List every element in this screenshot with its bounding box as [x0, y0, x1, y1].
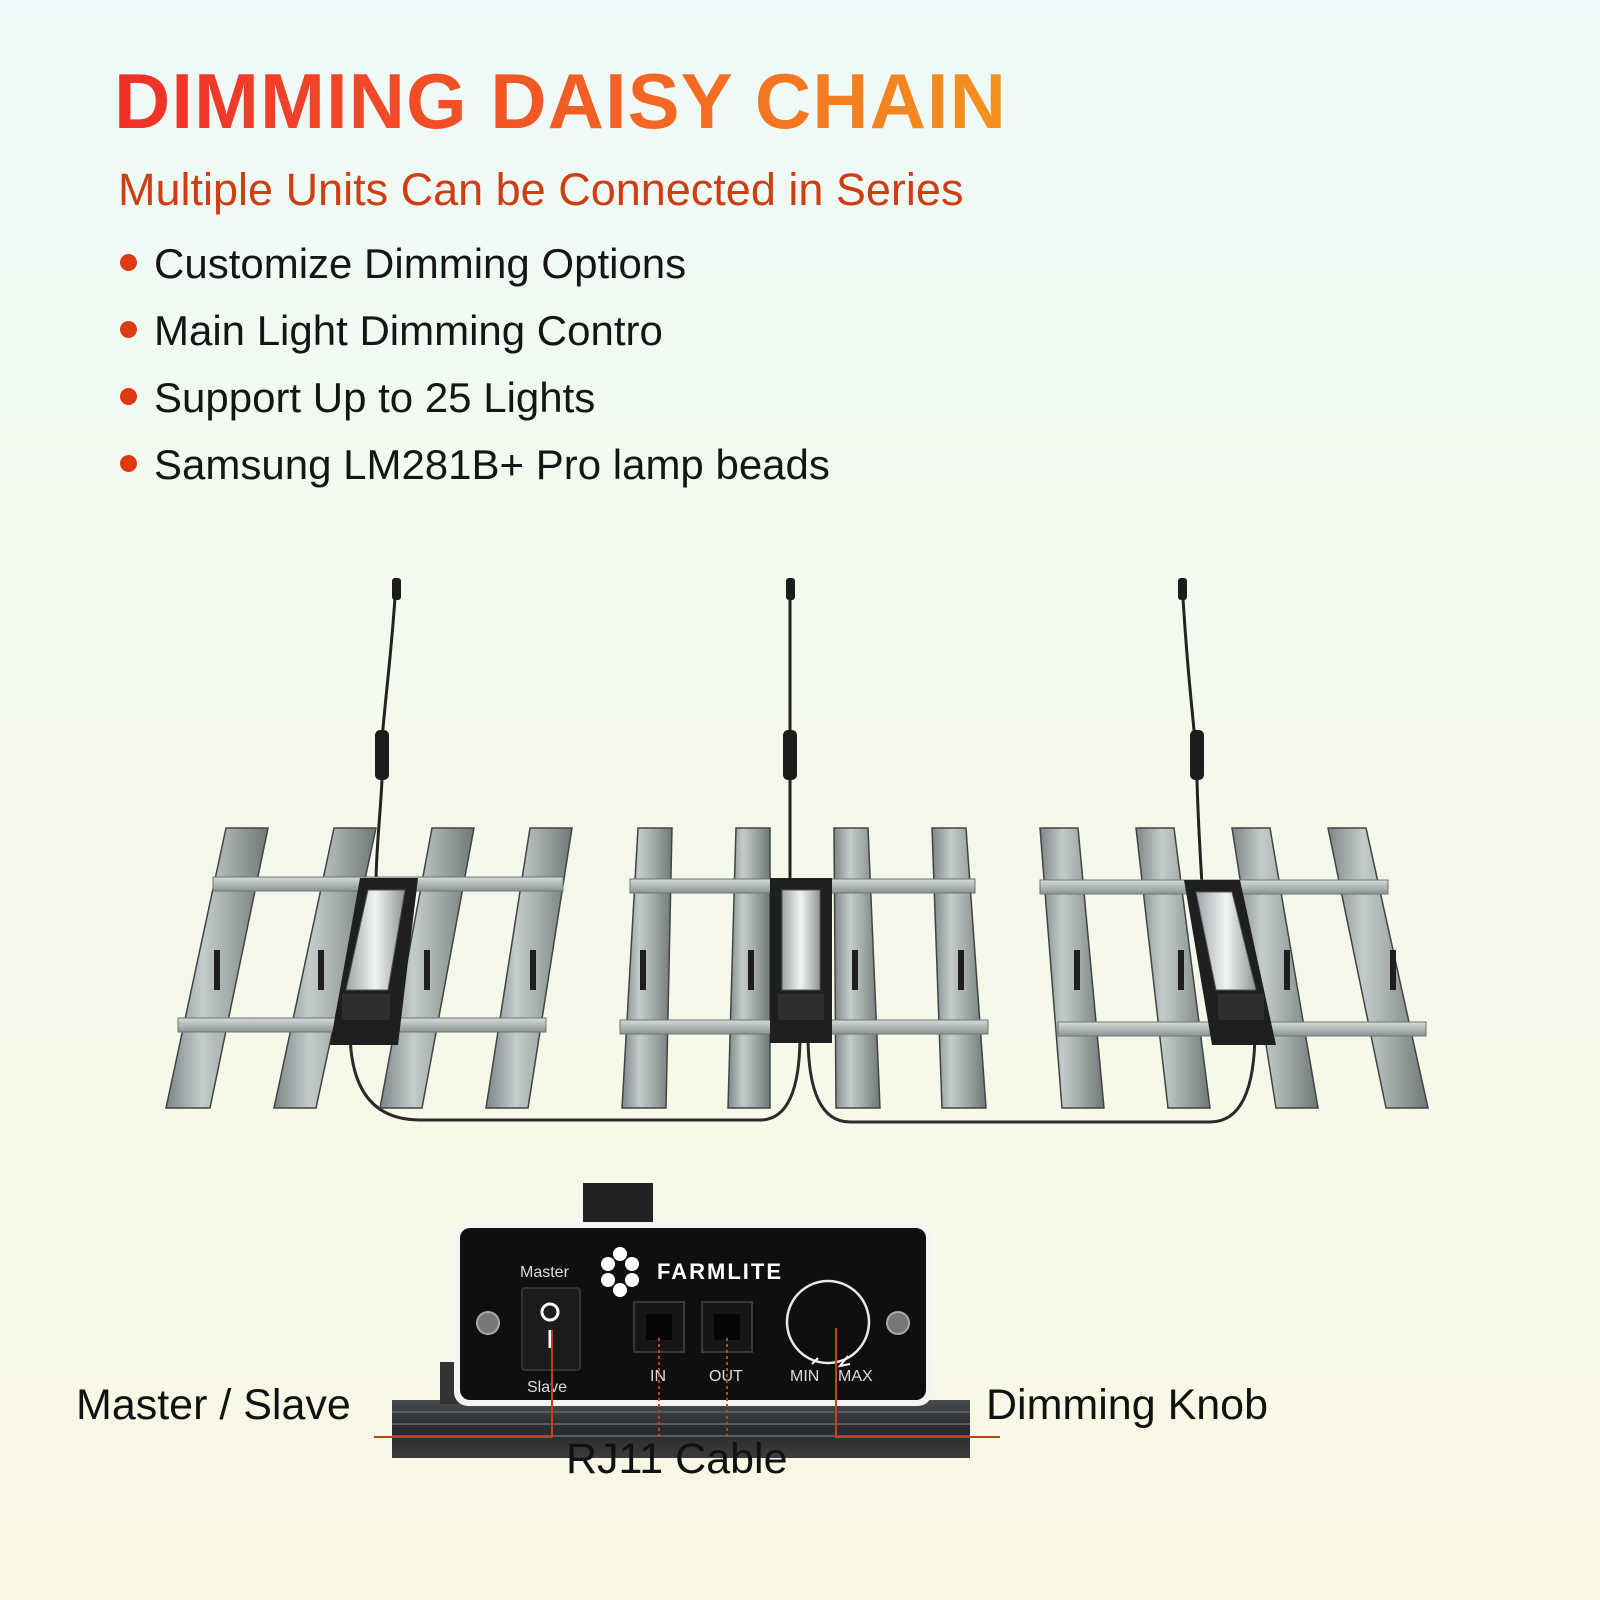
- bullet-icon: [120, 254, 137, 271]
- feature-item: Main Light Dimming Contro: [118, 307, 830, 374]
- callout-leaders: [374, 1328, 1000, 1440]
- controller-panel: Master Slave FARMLITE IN OUT MIN MAX: [392, 1183, 970, 1458]
- callout-rj11-cable: RJ11 Cable: [566, 1435, 788, 1483]
- feature-list: Customize Dimming Options Main Light Dim…: [118, 240, 830, 508]
- bullet-icon: [120, 321, 137, 338]
- grow-light-unit: [165, 578, 573, 1109]
- knob-min-label: MIN: [790, 1368, 819, 1385]
- bullet-icon: [120, 455, 137, 472]
- callout-master-slave: Master / Slave: [76, 1381, 351, 1429]
- dimming-knob[interactable]: [785, 1279, 871, 1365]
- master-label: Master: [520, 1264, 570, 1281]
- slave-label: Slave: [527, 1379, 567, 1396]
- farmlite-logo-icon: [601, 1247, 639, 1297]
- feature-item: Samsung LM281B+ Pro lamp beads: [118, 441, 830, 508]
- knob-max-label: MAX: [838, 1368, 873, 1385]
- callout-dimming-knob: Dimming Knob: [986, 1381, 1268, 1429]
- feature-item: Support Up to 25 Lights: [118, 374, 830, 441]
- grow-light-unit: [1039, 578, 1429, 1109]
- grow-light-unit: [619, 578, 989, 1109]
- daisy-chain-cable: [806, 1029, 1257, 1124]
- mounting-screw: [886, 1311, 910, 1335]
- daisy-chain-cable: [348, 1029, 802, 1122]
- page-subtitle: Multiple Units Can be Connected in Serie…: [118, 164, 964, 215]
- feature-item: Customize Dimming Options: [118, 240, 830, 307]
- mounting-screw: [476, 1311, 500, 1335]
- brand-name: FARMLITE: [657, 1259, 783, 1284]
- bullet-icon: [120, 388, 137, 405]
- page-title: DIMMING DAISY CHAIN: [114, 57, 1007, 145]
